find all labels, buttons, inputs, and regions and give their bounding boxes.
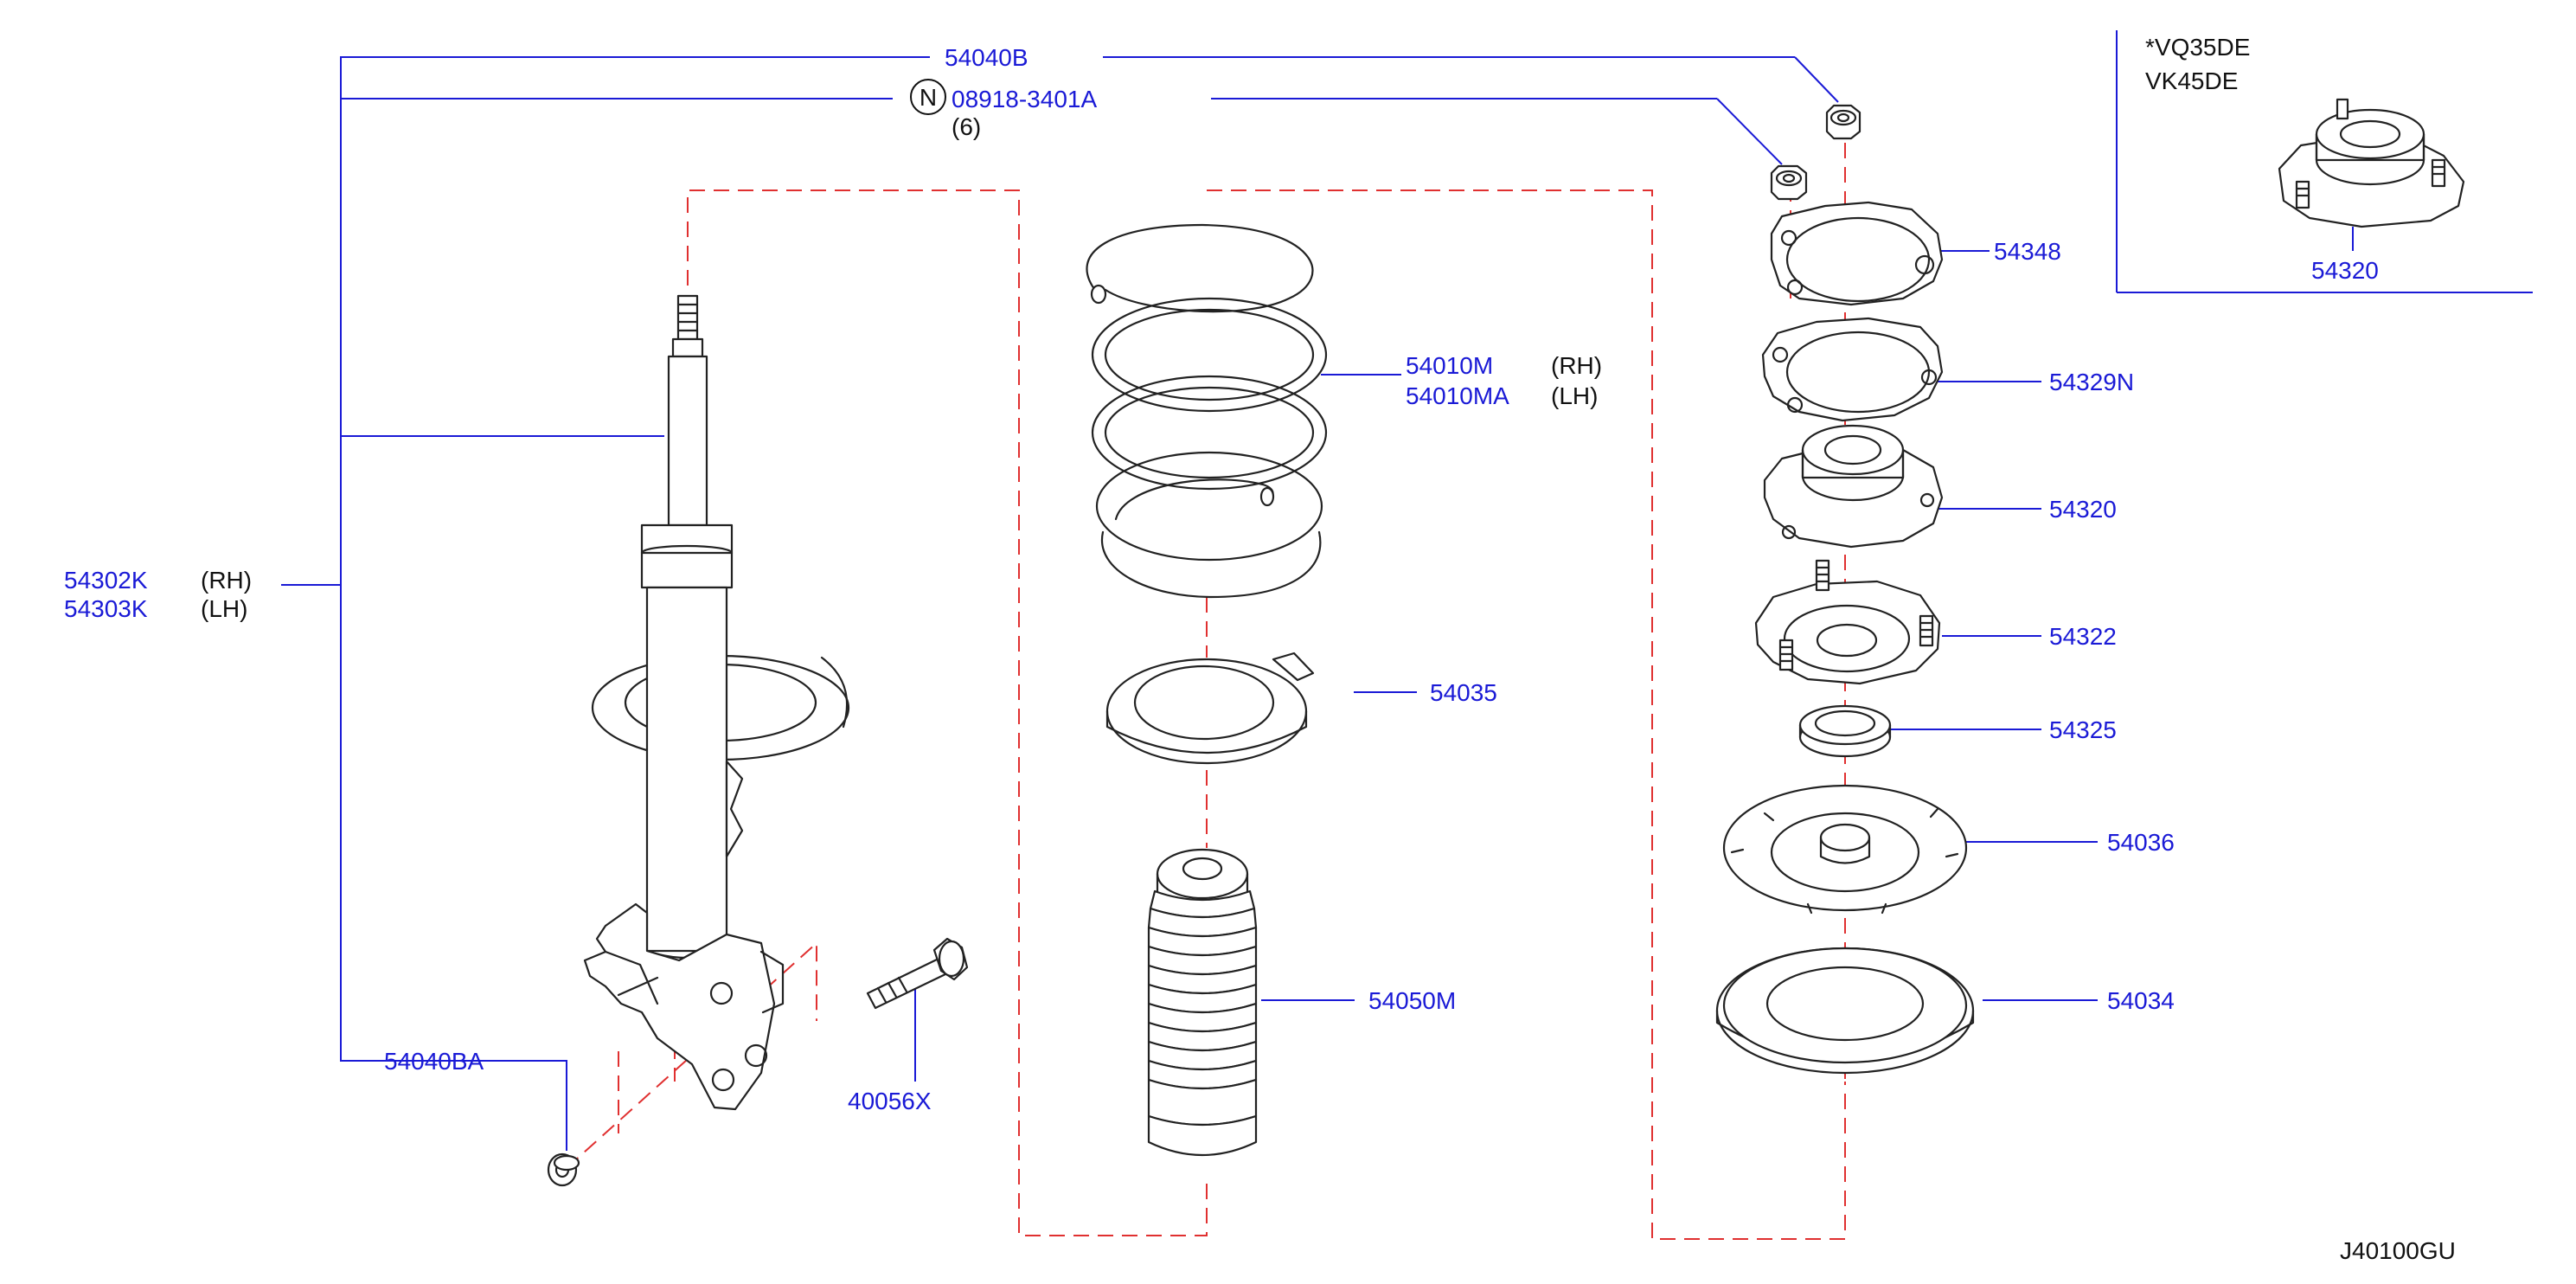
label-54303K-side: (LH) <box>201 595 247 622</box>
label-54302K[interactable]: 54302K <box>64 567 148 594</box>
upper-seat-54036-drawing <box>1722 784 1968 915</box>
label-54348[interactable]: 54348 <box>1994 238 2061 265</box>
label-54035[interactable]: 54035 <box>1430 679 1497 706</box>
bracket-54322-drawing <box>1754 559 1941 685</box>
mount-54320-drawing <box>1763 424 1944 549</box>
strut-assembly-drawing <box>583 294 850 1111</box>
n-badge-letter: N <box>920 84 937 111</box>
plate-54348-drawing <box>1770 201 1944 306</box>
insulator-54329N-drawing <box>1761 317 1944 422</box>
label-54010MA-side: (LH) <box>1551 382 1598 409</box>
nut-54040BA-drawing <box>547 1152 580 1187</box>
spring-seat-54035-drawing <box>1105 652 1315 765</box>
label-54040B[interactable]: 54040B <box>945 44 1028 71</box>
label-54322[interactable]: 54322 <box>2049 623 2117 650</box>
label-08918-3401A[interactable]: 08918-3401A <box>952 86 1097 112</box>
label-08918-qty: (6) <box>952 113 981 140</box>
labels: N 54040B 08918-3401A (6) 54302K (RH) 543… <box>64 34 2456 1264</box>
bolt-40056X-drawing <box>866 937 969 1010</box>
inset-frame <box>2116 30 2533 293</box>
label-54010MA[interactable]: 54010MA <box>1406 382 1509 409</box>
label-54303K[interactable]: 54303K <box>64 595 148 622</box>
label-54036[interactable]: 54036 <box>2107 829 2175 856</box>
diagram-code: J40100GU <box>2340 1237 2456 1264</box>
label-54325[interactable]: 54325 <box>2049 716 2117 743</box>
label-54329N[interactable]: 54329N <box>2049 369 2134 395</box>
label-inset-54320[interactable]: 54320 <box>2311 257 2379 284</box>
coil-spring-drawing <box>1086 223 1328 599</box>
n-badge-circle <box>910 79 946 115</box>
label-54050M[interactable]: 54050M <box>1368 987 1456 1014</box>
inset-engine-1: *VQ35DE <box>2145 34 2250 61</box>
label-54040BA[interactable]: 54040BA <box>384 1048 484 1075</box>
inset-engine-2: VK45DE <box>2145 67 2238 94</box>
leader-lines <box>281 56 2354 1151</box>
label-54034[interactable]: 54034 <box>2107 987 2175 1014</box>
bearing-54325-drawing <box>1798 704 1892 758</box>
nuts-drawing <box>1770 104 1862 201</box>
label-40056X[interactable]: 40056X <box>848 1088 932 1114</box>
label-54320[interactable]: 54320 <box>2049 496 2117 523</box>
inset-mount-54320-drawing <box>2278 98 2465 228</box>
label-54302K-side: (RH) <box>201 567 252 594</box>
rubber-seat-54034-drawing <box>1715 947 1975 1075</box>
label-54010M[interactable]: 54010M <box>1406 352 1493 379</box>
bump-stop-54050M-drawing <box>1147 848 1258 1157</box>
label-54010M-side: (RH) <box>1551 352 1602 379</box>
